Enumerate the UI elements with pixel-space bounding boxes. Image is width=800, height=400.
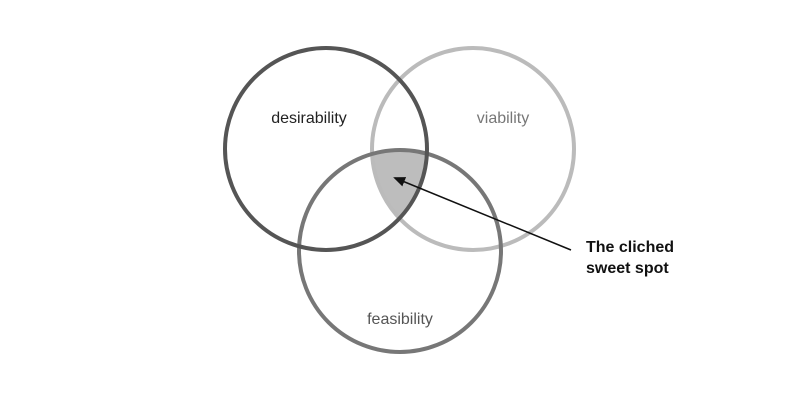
viability-label: viability xyxy=(477,110,529,127)
feasibility-label: feasibility xyxy=(367,311,433,328)
feasibility-circle xyxy=(297,148,503,354)
callout-arrow xyxy=(393,177,572,251)
viability-circle xyxy=(370,46,576,252)
callout-text-line1: The cliched xyxy=(586,239,674,256)
desirability-circle xyxy=(223,46,429,252)
desirability-label: desirability xyxy=(271,110,347,127)
callout-text-line2: sweet spot xyxy=(586,260,669,277)
